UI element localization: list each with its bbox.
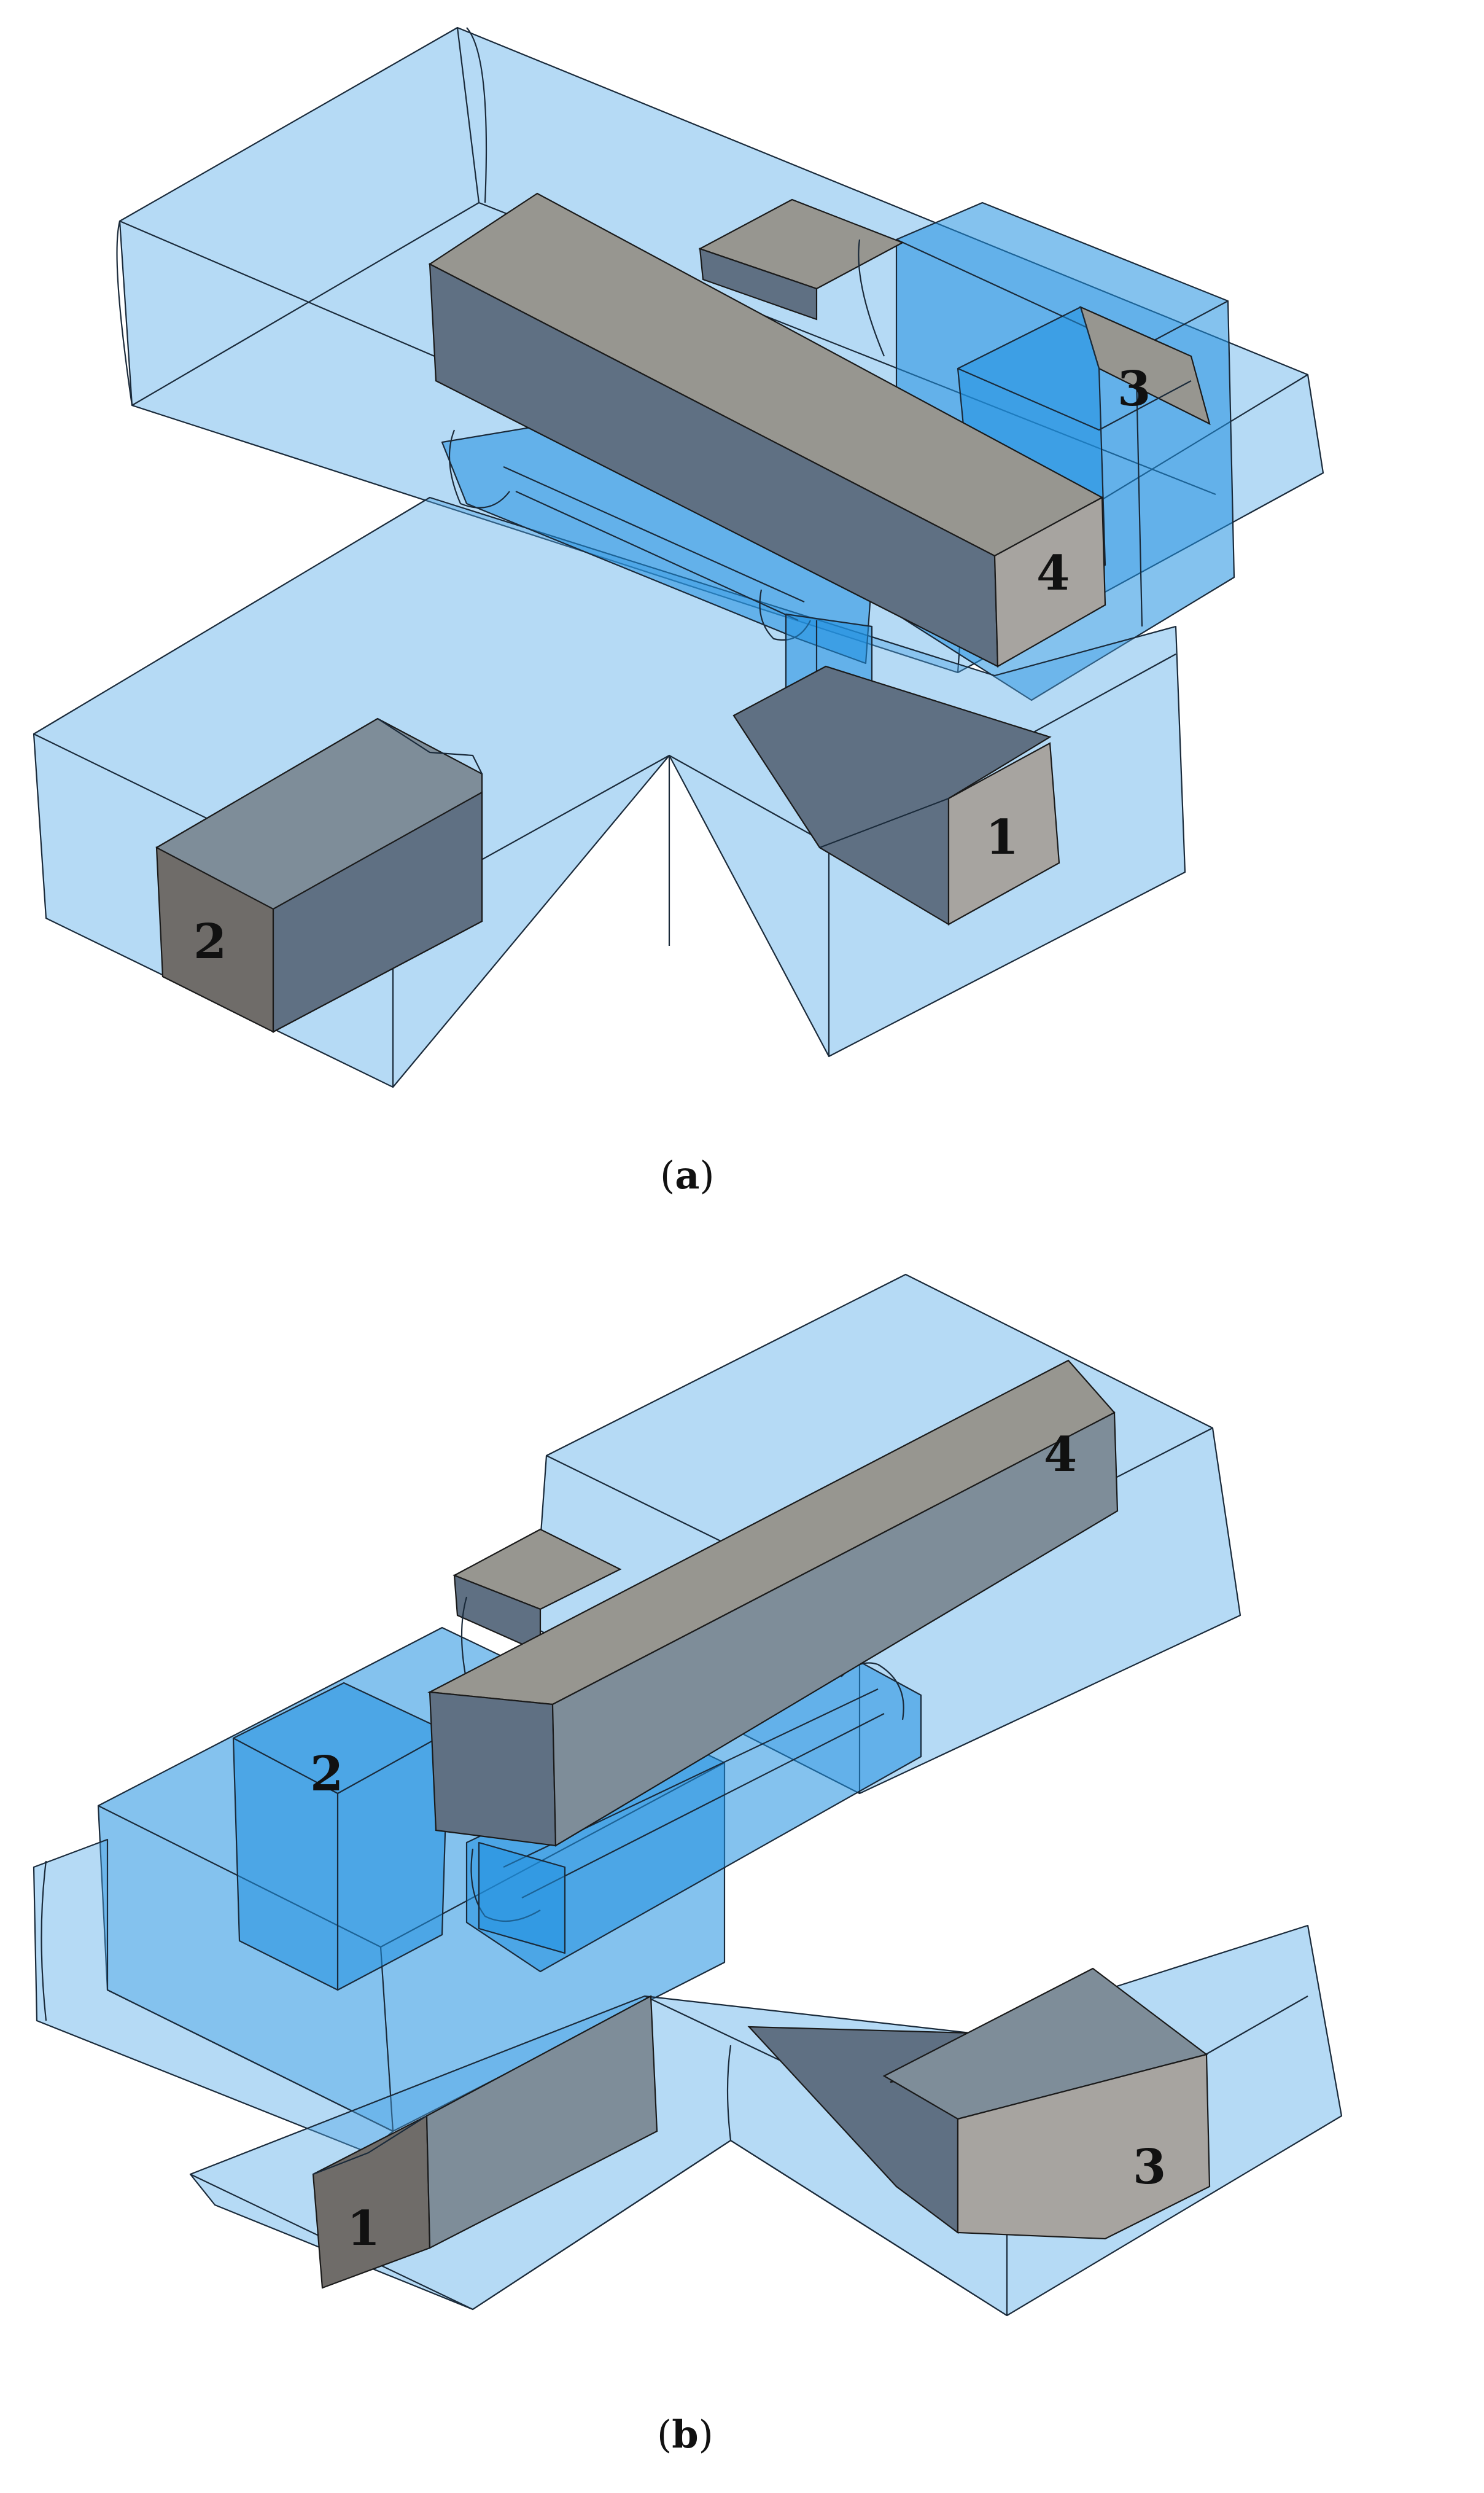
panel-a-rear-stub bbox=[698, 198, 904, 357]
panel-b-port-4: 4 bbox=[427, 1359, 1119, 1847]
panel-b-caption-letter: b bbox=[672, 2412, 698, 2457]
panel-a-caption-letter: a bbox=[675, 1153, 699, 1198]
panel-b-port-3-label: 3 bbox=[1133, 2139, 1166, 2195]
panel-b-port-1-label: 1 bbox=[347, 2201, 380, 2257]
panel-a-caption: (a) bbox=[660, 1153, 715, 1198]
panel-b-port-2-label: 2 bbox=[310, 1746, 343, 1802]
panel-a-port-1: 1 bbox=[732, 665, 1060, 926]
panel-a-port-2: 2 bbox=[155, 717, 483, 1033]
panel-a-port-1-label: 1 bbox=[985, 810, 1019, 865]
panel-b-outer-rim bbox=[33, 1838, 394, 2154]
panel-b: 2 4 1 3 (b) bbox=[33, 1273, 1343, 2457]
panel-b-rear-stub bbox=[453, 1528, 622, 1708]
panel-b-port-3: 3 bbox=[747, 1967, 1211, 2240]
panel-b-port-2: 2 bbox=[232, 1682, 449, 1991]
panel-a-port-4-label: 4 bbox=[1036, 545, 1070, 601]
panel-b-port-1: 1 bbox=[312, 1995, 658, 2289]
panel-a-port-2-label: 2 bbox=[193, 914, 227, 970]
panel-a-port-3-label: 3 bbox=[1117, 361, 1151, 417]
panel-b-caption: (b) bbox=[657, 2412, 713, 2457]
panel-a-port-4: 4 bbox=[428, 192, 1106, 668]
panel-b-port-4-label: 4 bbox=[1044, 1427, 1077, 1483]
panel-a: 2 1 3 4 (a) bbox=[33, 26, 1324, 1198]
